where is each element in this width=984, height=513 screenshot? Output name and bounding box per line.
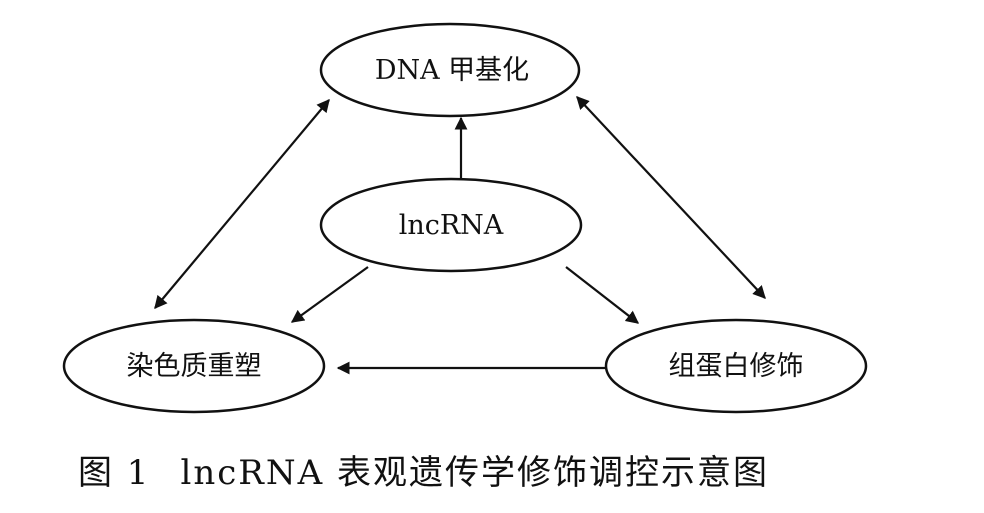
figure-caption-text: lncRNA 表观遗传学修饰调控示意图 — [180, 453, 769, 493]
node-lncrna-label: lncRNA — [399, 210, 504, 241]
node-chromatin-remodeling-label: 染色质重塑 — [127, 351, 262, 382]
node-chromatin-remodeling: 染色质重塑 — [62, 318, 326, 414]
edge-lncrna-to-chromatin-remodeling — [290, 266, 369, 323]
edge-lncrna-to-histone-modification — [565, 266, 640, 324]
node-dna-methylation-ellipse — [319, 22, 581, 118]
lncrna-regulation-diagram: DNA 甲基化 lncRNA 染色质重塑 组蛋白修饰 — [62, 22, 868, 414]
node-lncrna: lncRNA — [319, 177, 583, 273]
node-dna-methylation-label: DNA 甲基化 — [375, 55, 529, 86]
figure-number: 图 1 — [78, 453, 151, 493]
node-histone-modification-label: 组蛋白修饰 — [669, 351, 804, 382]
node-histone-modification-ellipse — [604, 318, 868, 414]
figure-caption: 图 1 lncRNA 表观遗传学修饰调控示意图 — [78, 448, 958, 498]
edge-dna-methylation-chromatin-bidirectional — [154, 99, 330, 309]
edge-dna-methylation-histone-bidirectional — [576, 96, 766, 299]
node-histone-modification: 组蛋白修饰 — [604, 318, 868, 414]
node-dna-methylation: DNA 甲基化 — [319, 22, 581, 118]
node-chromatin-remodeling-ellipse — [62, 318, 326, 414]
